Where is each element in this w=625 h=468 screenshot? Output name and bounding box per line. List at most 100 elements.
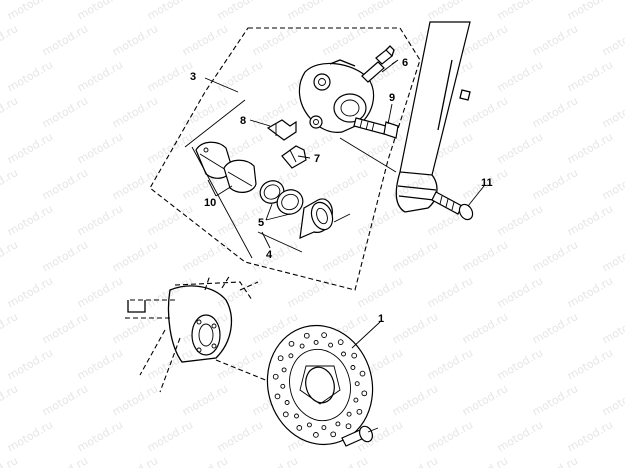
watermark-text: motod.ru	[495, 58, 545, 94]
bleed-screw[interactable]	[361, 45, 395, 83]
disc-hole	[337, 339, 344, 345]
disc-hole	[350, 365, 356, 370]
watermark-text: motod.ru	[40, 454, 90, 468]
watermark-text: motod.ru	[530, 382, 580, 418]
watermark-text: motod.ru	[0, 238, 20, 274]
disc-hole	[353, 397, 359, 403]
fork-leg[interactable]	[395, 21, 471, 213]
watermark-text: motod.ru	[495, 274, 545, 310]
watermark-text: motod.ru	[355, 0, 405, 23]
watermark-text: motod.ru	[390, 310, 440, 346]
watermark-text: motod.ru	[180, 22, 230, 58]
brake-pad-inner[interactable]	[223, 159, 257, 193]
disc-hole	[313, 432, 319, 438]
callout-7: 7	[314, 153, 320, 165]
watermark-text: motod.ru	[0, 166, 20, 202]
watermark-text: motod.ru	[145, 418, 195, 454]
piston-seals[interactable]	[256, 177, 306, 218]
disc-hole	[346, 411, 352, 417]
disc-hole	[284, 400, 290, 405]
watermark-text: motod.ru	[75, 202, 125, 238]
pad-retainer[interactable]	[281, 145, 307, 169]
disc-hole	[303, 332, 310, 339]
callout-8: 8	[240, 115, 246, 127]
watermark-text: motod.ru	[565, 58, 615, 94]
watermark-text: motod.ru	[460, 454, 510, 468]
brake-disc[interactable]	[254, 314, 386, 457]
watermark-text: motod.ru	[110, 238, 160, 274]
disc-hole	[321, 332, 327, 338]
disc-hole	[361, 390, 368, 397]
callout-3: 3	[190, 71, 196, 83]
watermark-text: motod.ru	[495, 0, 545, 23]
watermark-text: motod.ru	[5, 274, 55, 310]
disc-hole	[282, 411, 289, 418]
wheel-hub[interactable]	[125, 274, 259, 393]
callout-1: 1	[378, 313, 384, 325]
watermark-text: motod.ru	[390, 238, 440, 274]
watermark-text: motod.ru	[320, 454, 370, 468]
caliper-bolt[interactable]	[353, 117, 399, 139]
watermark-text: motod.ru	[5, 202, 55, 238]
watermark-text: motod.ru	[145, 130, 195, 166]
kit-bracket	[184, 99, 303, 259]
watermark-text: motod.ru	[40, 382, 90, 418]
watermark-text: motod.ru	[75, 130, 125, 166]
watermark-text: motod.ru	[215, 0, 265, 23]
disc-hole	[321, 425, 327, 431]
callout-9: 9	[389, 92, 395, 104]
watermark-text: motod.ru	[530, 94, 580, 130]
watermark-text: motod.ru	[425, 274, 475, 310]
pad-spring[interactable]	[266, 119, 297, 141]
disc-hole	[274, 393, 281, 400]
caliper-body[interactable]	[298, 59, 375, 133]
watermark-text: motod.ru	[565, 418, 615, 454]
watermark-text: motod.ru	[0, 94, 20, 130]
watermark-text: motod.ru	[180, 382, 230, 418]
watermark-text: motod.ru	[180, 238, 230, 274]
watermark-text: motod.ru	[565, 130, 615, 166]
disc-hole	[354, 381, 360, 387]
watermark-text: motod.ru	[110, 94, 160, 130]
brake-pad-outer[interactable]	[195, 141, 233, 179]
watermark-text: motod.ru	[600, 454, 625, 468]
watermark-text: motod.ru	[530, 238, 580, 274]
disc-hole	[359, 370, 366, 377]
disc-hole	[281, 367, 287, 373]
watermark-text: motod.ru	[110, 22, 160, 58]
callout-leaders	[204, 59, 485, 433]
caliper-assembly-outline	[149, 27, 421, 291]
watermark-text: motod.ru	[250, 454, 300, 468]
watermark-text: motod.ru	[215, 58, 265, 94]
disc-bolt[interactable]	[341, 424, 375, 447]
watermark-text: motod.ru	[0, 22, 20, 58]
caliper-fork-leader	[339, 137, 397, 173]
disc-hole	[294, 413, 299, 419]
disc-hole	[351, 352, 358, 359]
watermark-text: motod.ru	[355, 202, 405, 238]
disc-hole	[288, 340, 295, 347]
watermark-text: motod.ru	[600, 382, 625, 418]
watermark-text: motod.ru	[285, 274, 335, 310]
watermark-text: motod.ru	[0, 382, 20, 418]
fork-bolt[interactable]	[431, 191, 475, 222]
callout-4: 4	[266, 249, 273, 261]
watermark-text: motod.ru	[530, 454, 580, 468]
watermark-text: motod.ru	[495, 202, 545, 238]
disc-hole	[356, 408, 363, 415]
disc-hole	[288, 353, 294, 359]
caliper-piston[interactable]	[299, 198, 336, 239]
watermark-text: motod.ru	[0, 310, 20, 346]
watermark-text: motod.ru	[5, 418, 55, 454]
watermark-text: motod.ru	[600, 166, 625, 202]
watermark-text: motod.ru	[145, 58, 195, 94]
callout-10: 10	[204, 197, 216, 209]
watermark-text: motod.ru	[110, 310, 160, 346]
watermark-text: motod.ru	[40, 238, 90, 274]
disc-hole	[299, 343, 305, 349]
watermark-text: motod.ru	[460, 310, 510, 346]
callout-5: 5	[258, 217, 264, 229]
watermark-text: motod.ru	[320, 166, 370, 202]
disc-hole	[341, 351, 346, 357]
callout-6: 6	[402, 57, 408, 69]
